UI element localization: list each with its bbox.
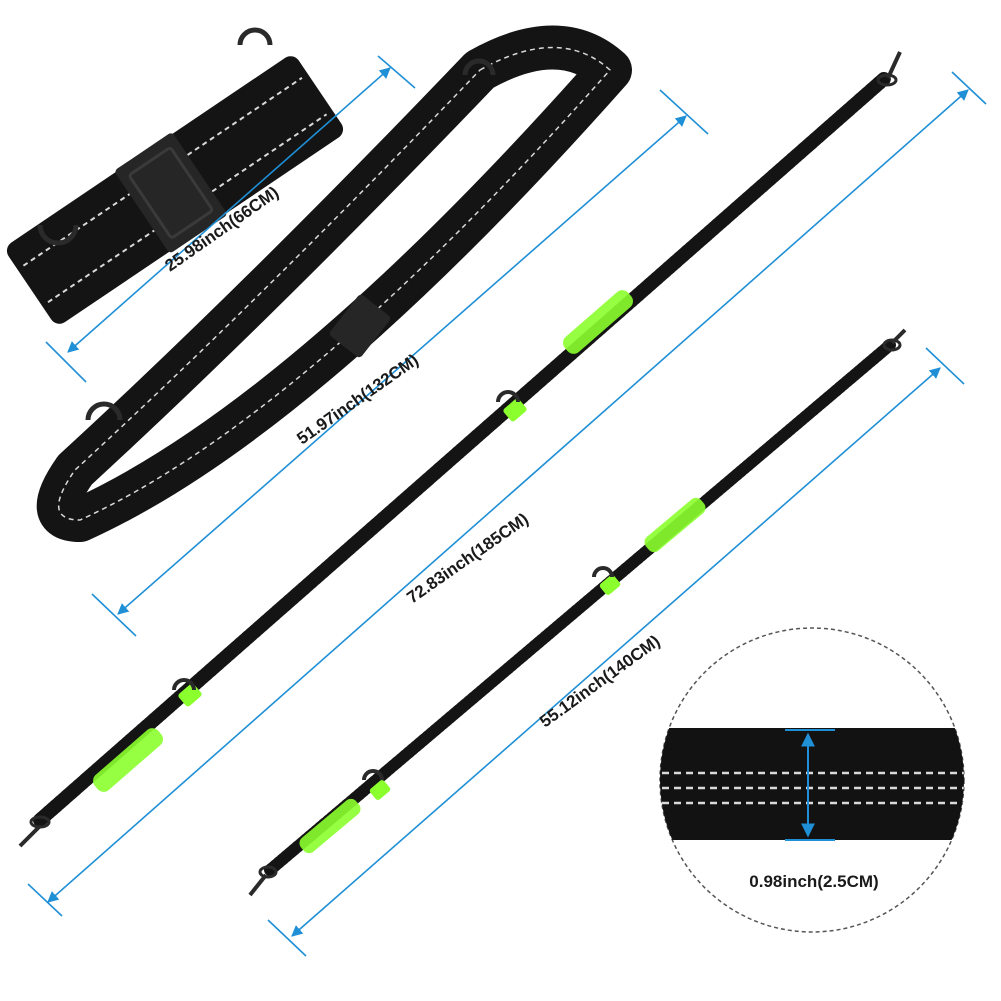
strap-width-detail: 0.98inch(2.5CM): [659, 627, 965, 933]
d-ring-icon: [237, 27, 273, 46]
snap-hook-icon: [876, 51, 902, 87]
green-handle: [644, 497, 706, 553]
strap-width: 0.98inch(2.5CM): [749, 872, 878, 891]
green-handle: [299, 798, 361, 854]
long-leash-length: 72.83inch(185CM): [403, 509, 532, 607]
green-handle: [563, 290, 633, 354]
strap-width-arrow: [785, 729, 835, 841]
short-leash-length: 55.12inch(140CM): [536, 631, 663, 731]
d-ring-icon: [462, 58, 496, 76]
dimension-arrows: [27, 55, 987, 957]
short-leash-arrow: [291, 367, 941, 937]
strap-closeup: [660, 728, 964, 840]
